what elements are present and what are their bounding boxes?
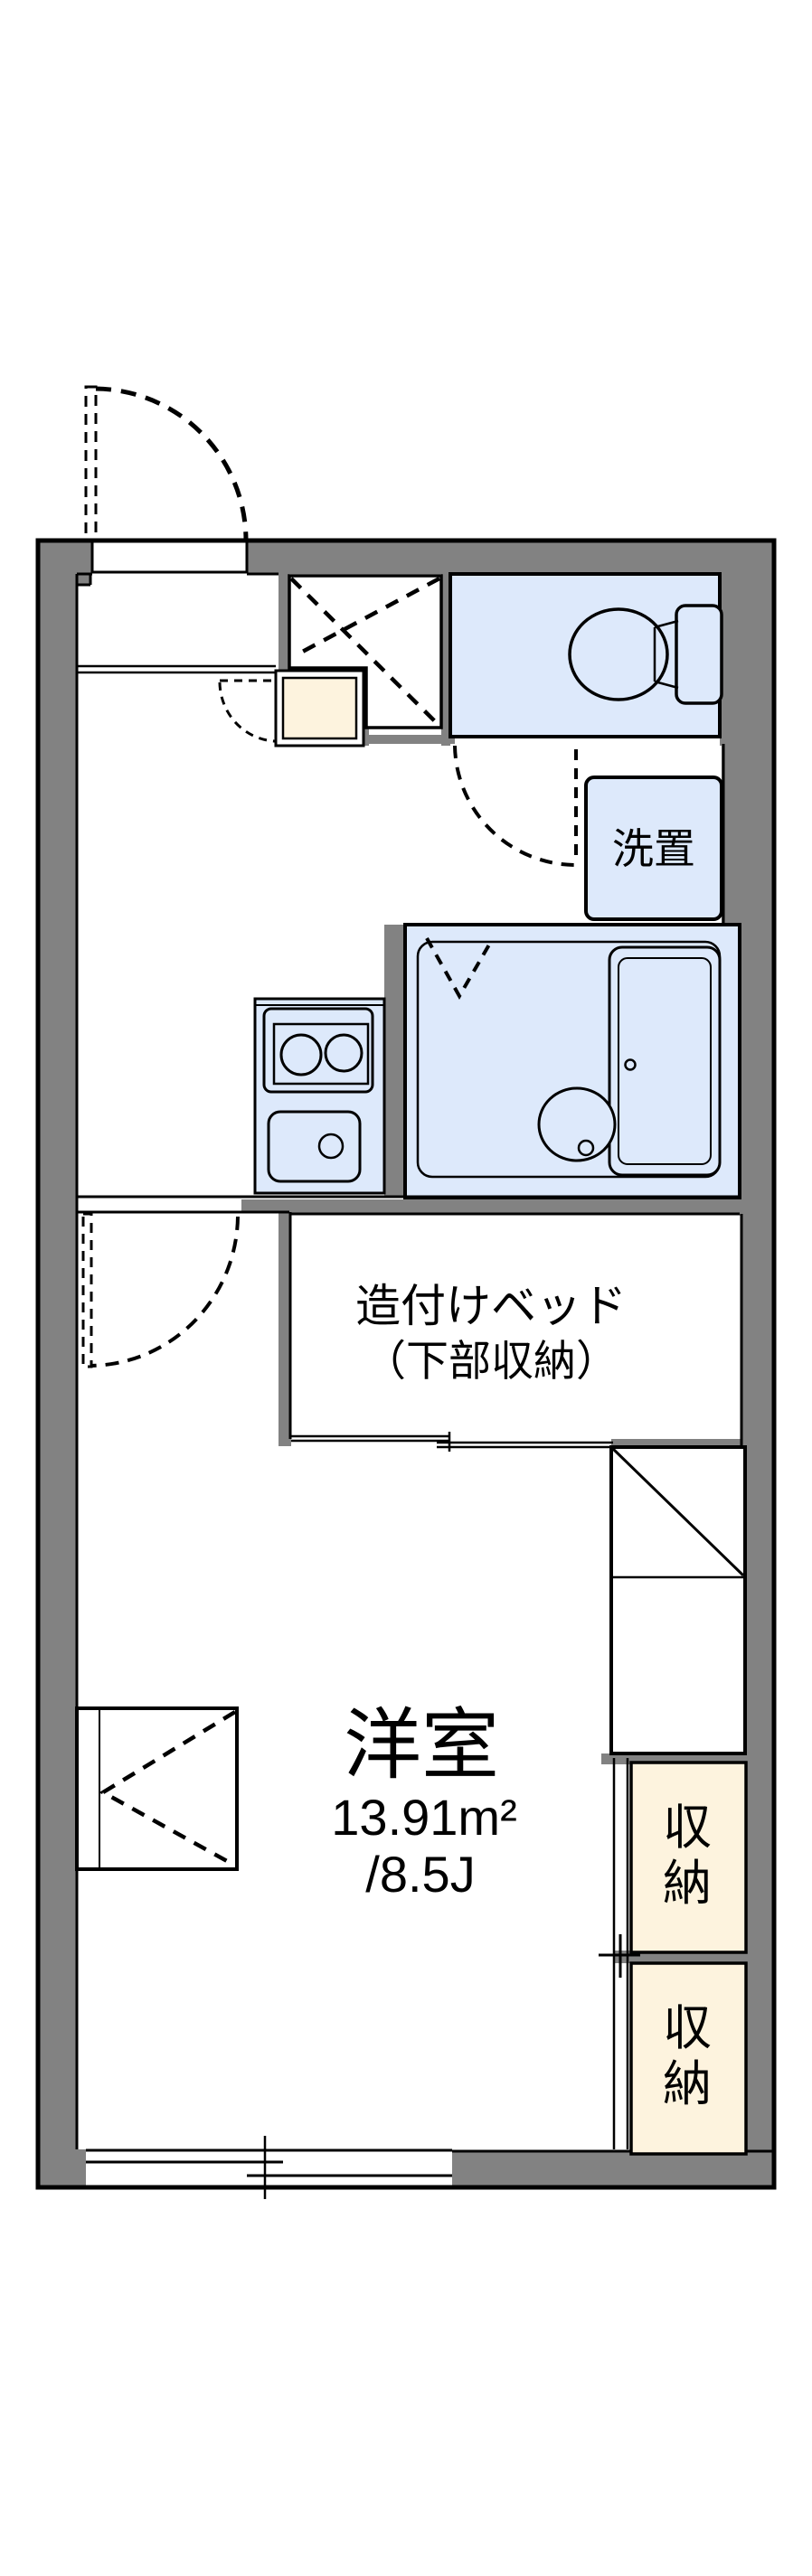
bath-stool-icon [537,1086,617,1162]
room-area-m2-label: 13.91m² [331,1789,516,1846]
bed-sliding-doors [291,1432,613,1452]
toilet-icon [568,604,723,705]
refrigerator-space [609,1445,747,1755]
entrance-door-leaf [84,385,98,542]
wall-edge-lines [75,572,774,2153]
storage-upper-char1: 収 [663,1800,712,1855]
bed-label-line2: （下部収納） [364,1337,618,1385]
entrance-closet [288,574,443,729]
storage-closet-lower: 収 納 [629,1961,748,2156]
stove-icon [262,1007,374,1094]
room-area-tatami-label: /8.5J [365,1846,475,1903]
entrance-threshold [90,540,249,574]
sink-icon [267,1110,362,1183]
entrance-door [84,385,249,574]
bathroom [403,923,741,1199]
closet-door-tracks [599,1758,640,2149]
room-door-swing-arc [90,1216,240,1368]
window-side-cabinet [75,1706,239,1871]
sliding-window [86,2136,452,2199]
main-room: 洋室 13.91m² /8.5J [331,1702,516,1903]
washer-place-label: 洗置 [612,825,695,872]
room-door-leaf [81,1212,93,1368]
bathtub-icon [608,945,722,1177]
closet-cross-marks [289,577,441,728]
room-name-label: 洋室 [344,1702,499,1789]
storage-upper-char2: 納 [663,1857,712,1911]
cabinet-chevron-mark [99,1710,237,1867]
room-door [81,1212,240,1368]
storage-lower-char2: 納 [663,2057,712,2111]
entrance-door-swing-arc [95,386,249,541]
kitchen-unit [253,997,386,1195]
storage-closet-upper: 収 納 [629,1761,748,1954]
entrance-utility-cabinet [218,669,365,747]
bath-folding-door [425,937,494,1001]
storage-lower-char1: 収 [663,2001,712,2055]
bed-label-line1: 造付けベッド [355,1281,627,1331]
refrigerator-diagonal [611,1447,745,1577]
built-in-bed: 造付けベッド （下部収納） [291,1281,627,1452]
entrance-step-edge [77,664,276,674]
washing-machine-place: 洗置 [584,776,723,921]
cabinet-door-swing [218,679,277,743]
outer-wall-outline [35,538,777,2190]
washroom-door [453,745,578,867]
washroom-door-swing-arc [453,745,577,867]
toilet-room [448,572,723,738]
